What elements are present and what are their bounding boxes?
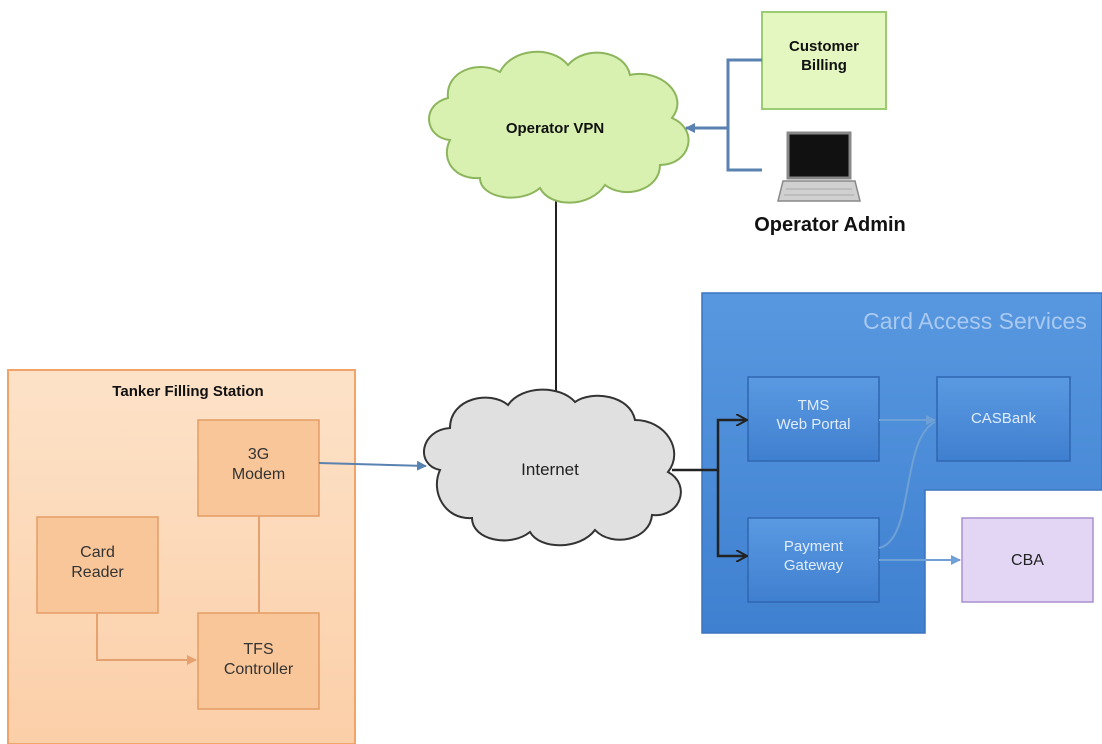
cba-label: CBA (1011, 552, 1044, 569)
card-access-title: Card Access Services (863, 308, 1087, 334)
internet-cloud (423, 388, 682, 547)
tfs-controller-line1: TFS (243, 641, 274, 658)
tanker-station-title: Tanker Filling Station (112, 383, 264, 400)
operator-vpn-cloud (428, 50, 690, 204)
reader-to-tfs-arrow (96, 613, 197, 665)
operator-vpn-label: Operator VPN (505, 120, 605, 137)
card-reader-label: Card Reader (37, 543, 158, 583)
card-reader-line2: Reader (71, 564, 124, 581)
tfs-controller-line2: Controller (223, 661, 294, 678)
cba-box (961, 517, 1094, 603)
casbank-label: CASBank (970, 410, 1037, 427)
internet-to-payment-arrow (716, 470, 746, 556)
tms-label-line1: TMS (797, 397, 830, 414)
casbank-box (936, 376, 1071, 462)
customer-billing-line2: Billing (801, 56, 847, 74)
internet-label: Internet (521, 460, 579, 479)
modem-label-line1: 3G (247, 446, 270, 463)
customer-billing-line1: Customer (788, 38, 859, 55)
billing-admin-bracket (726, 58, 762, 172)
tfs-controller-box (197, 612, 320, 710)
tms-label: TMS Web Portal (748, 397, 879, 435)
card-reader-line1: Card (80, 544, 115, 561)
modem-label: 3G Modem (198, 445, 319, 485)
payment-label: Payment Gateway (748, 538, 879, 576)
payment-box (747, 517, 880, 603)
operator-admin-label: Operator Admin (754, 214, 906, 236)
payment-label-line2: Gateway (783, 556, 844, 574)
customer-billing-box (761, 11, 887, 110)
tms-label-line2: Web Portal (776, 415, 851, 433)
tfs-controller-label: TFS Controller (198, 640, 319, 680)
payment-to-casbank-curve (878, 421, 936, 549)
internet-to-tms-arrow (672, 420, 746, 472)
modem-label-line2: Modem (231, 466, 286, 483)
tms-box (747, 376, 880, 462)
modem-to-internet-arrow (318, 460, 427, 471)
customer-billing-label: Customer Billing (762, 38, 886, 76)
payment-label-line1: Payment (783, 538, 844, 555)
laptop-icon (777, 131, 861, 202)
